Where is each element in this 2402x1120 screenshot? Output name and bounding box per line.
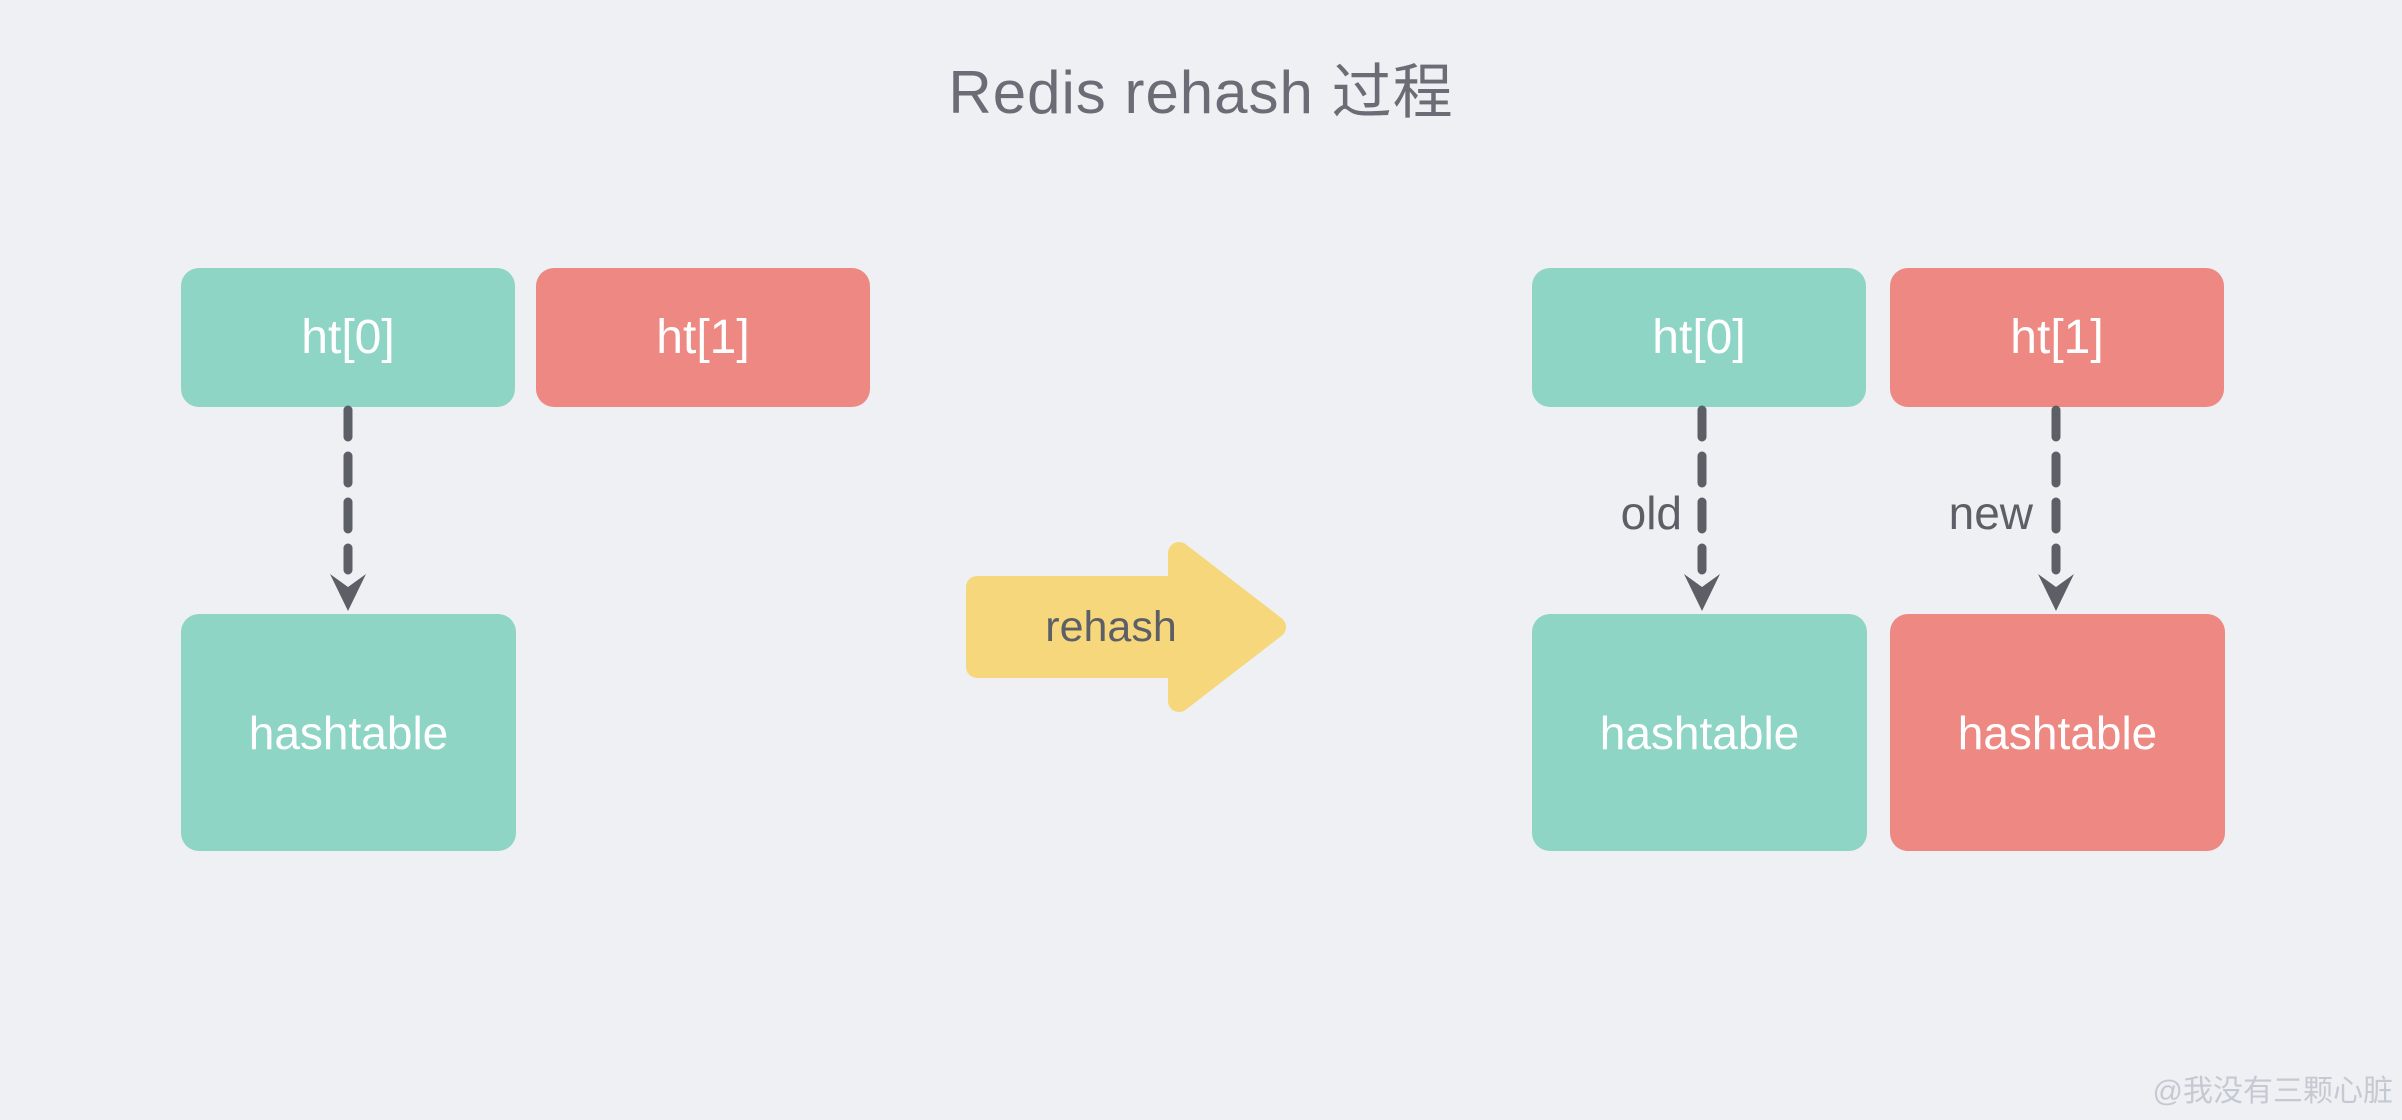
before-ht1-label: ht[1] — [656, 311, 750, 364]
after-hashtable-old-box: hashtable — [1532, 614, 1867, 851]
after-ht0-label: ht[0] — [1652, 311, 1746, 364]
watermark: @我没有三颗心脏 — [2152, 1075, 2393, 1108]
new-label: new — [1948, 487, 2033, 539]
dashed-arrow-down-icon — [2038, 405, 2074, 611]
rehash-arrow-icon — [966, 542, 1286, 712]
after-ht1-box: ht[1] — [1890, 268, 2224, 407]
after-hashtable-new-box: hashtable — [1890, 614, 2225, 851]
before-ht1-box: ht[1] — [536, 268, 870, 407]
after-hashtable-old-label: hashtable — [1599, 706, 1800, 759]
dashed-arrow-down-icon — [330, 405, 366, 611]
before-ht0-box: ht[0] — [181, 268, 515, 407]
after-hashtable-new-label: hashtable — [1957, 706, 2158, 759]
before-ht0-label: ht[0] — [301, 311, 395, 364]
diagram-title: Redis rehash 过程 — [948, 59, 1454, 126]
after-ht0-box: ht[0] — [1532, 268, 1866, 407]
rehash-arrow: rehash — [965, 541, 1287, 713]
before-hashtable-label: hashtable — [248, 706, 449, 759]
rehash-label: rehash — [1045, 602, 1177, 651]
old-label: old — [1620, 487, 1682, 539]
after-ht1-label: ht[1] — [2010, 311, 2104, 364]
before-hashtable-box: hashtable — [181, 614, 516, 851]
dashed-arrow-down-icon — [1684, 405, 1720, 611]
